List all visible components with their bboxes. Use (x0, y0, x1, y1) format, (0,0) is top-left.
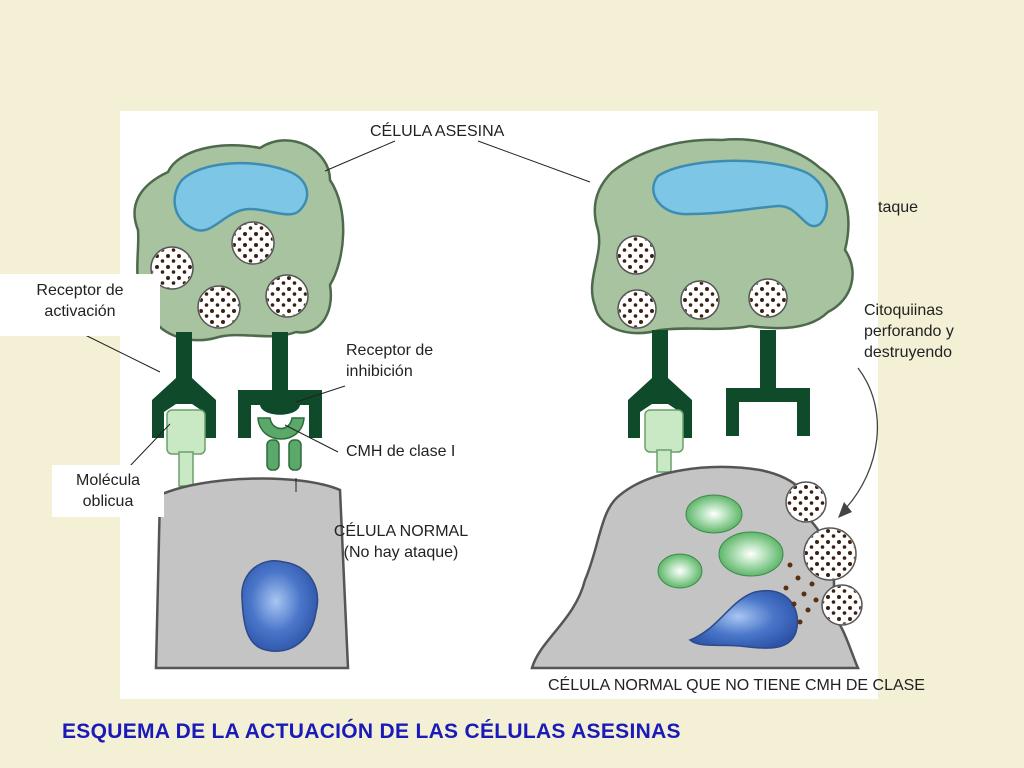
pointer-lines (74, 140, 591, 492)
granules-left (150, 221, 309, 329)
label-target-molecule: Molécula oblicua (52, 465, 164, 517)
activation-receptor-right (628, 330, 692, 438)
page-title: ESQUEMA DE LA ACTUACIÓN DE LAS CÉLULAS A… (62, 720, 681, 743)
label-inhibition-receptor: Receptor de inhibición (346, 342, 434, 380)
no-attack-text: (No hay ataque) (343, 544, 459, 561)
label-normal-cell: CÉLULA NORMAL (No hay ataque) (308, 521, 494, 563)
normal-cell-text: CÉLULA NORMAL (333, 523, 469, 540)
label-normal-cell-no-mhc: CÉLULA NORMAL QUE NO TIENE CMH DE CLASE (548, 677, 925, 694)
cytokines-line-1: Citoquiinas (864, 302, 944, 319)
nucleus-right (652, 159, 829, 228)
mhc-class-1 (257, 417, 305, 471)
inhibition-receptor-right (726, 330, 810, 436)
nucleus-blue-right (688, 589, 799, 649)
label-cytokines: Citoquiinas perforando y destruyendo (864, 300, 954, 363)
normal-cell-left (154, 477, 350, 670)
nucleus-left (173, 161, 309, 232)
cytokines-line-2: perforando y (864, 323, 954, 340)
killer-cell-right (590, 138, 854, 335)
arrow-head-icon (838, 502, 852, 518)
perforation-dots (783, 562, 819, 625)
killer-cell-left (133, 139, 345, 342)
vesicle-2 (657, 553, 703, 589)
label-killer-cell: CÉLULA ASESINA (370, 123, 505, 140)
label-mhc-class-1: CMH de clase I (346, 443, 456, 460)
target-molecule-right (644, 409, 684, 473)
activation-receptor-left (152, 332, 216, 438)
activation-receptor-text: Receptor de activación (36, 282, 124, 320)
vesicle-3 (718, 531, 784, 577)
label-activation-receptor: Receptor de activación (0, 274, 160, 336)
attack-arrow (845, 367, 878, 509)
target-molecule-text: Molécula oblicua (75, 472, 141, 510)
label-attack-fragment: taque (878, 199, 919, 216)
nucleus-blue-left (241, 560, 319, 652)
inhibition-receptor (238, 332, 322, 438)
granules-right (616, 235, 788, 329)
target-molecule-left (166, 409, 206, 487)
vesicle-1 (685, 494, 743, 534)
cytokines-line-3: destruyendo (864, 344, 953, 361)
cytokine-granules (785, 481, 863, 626)
